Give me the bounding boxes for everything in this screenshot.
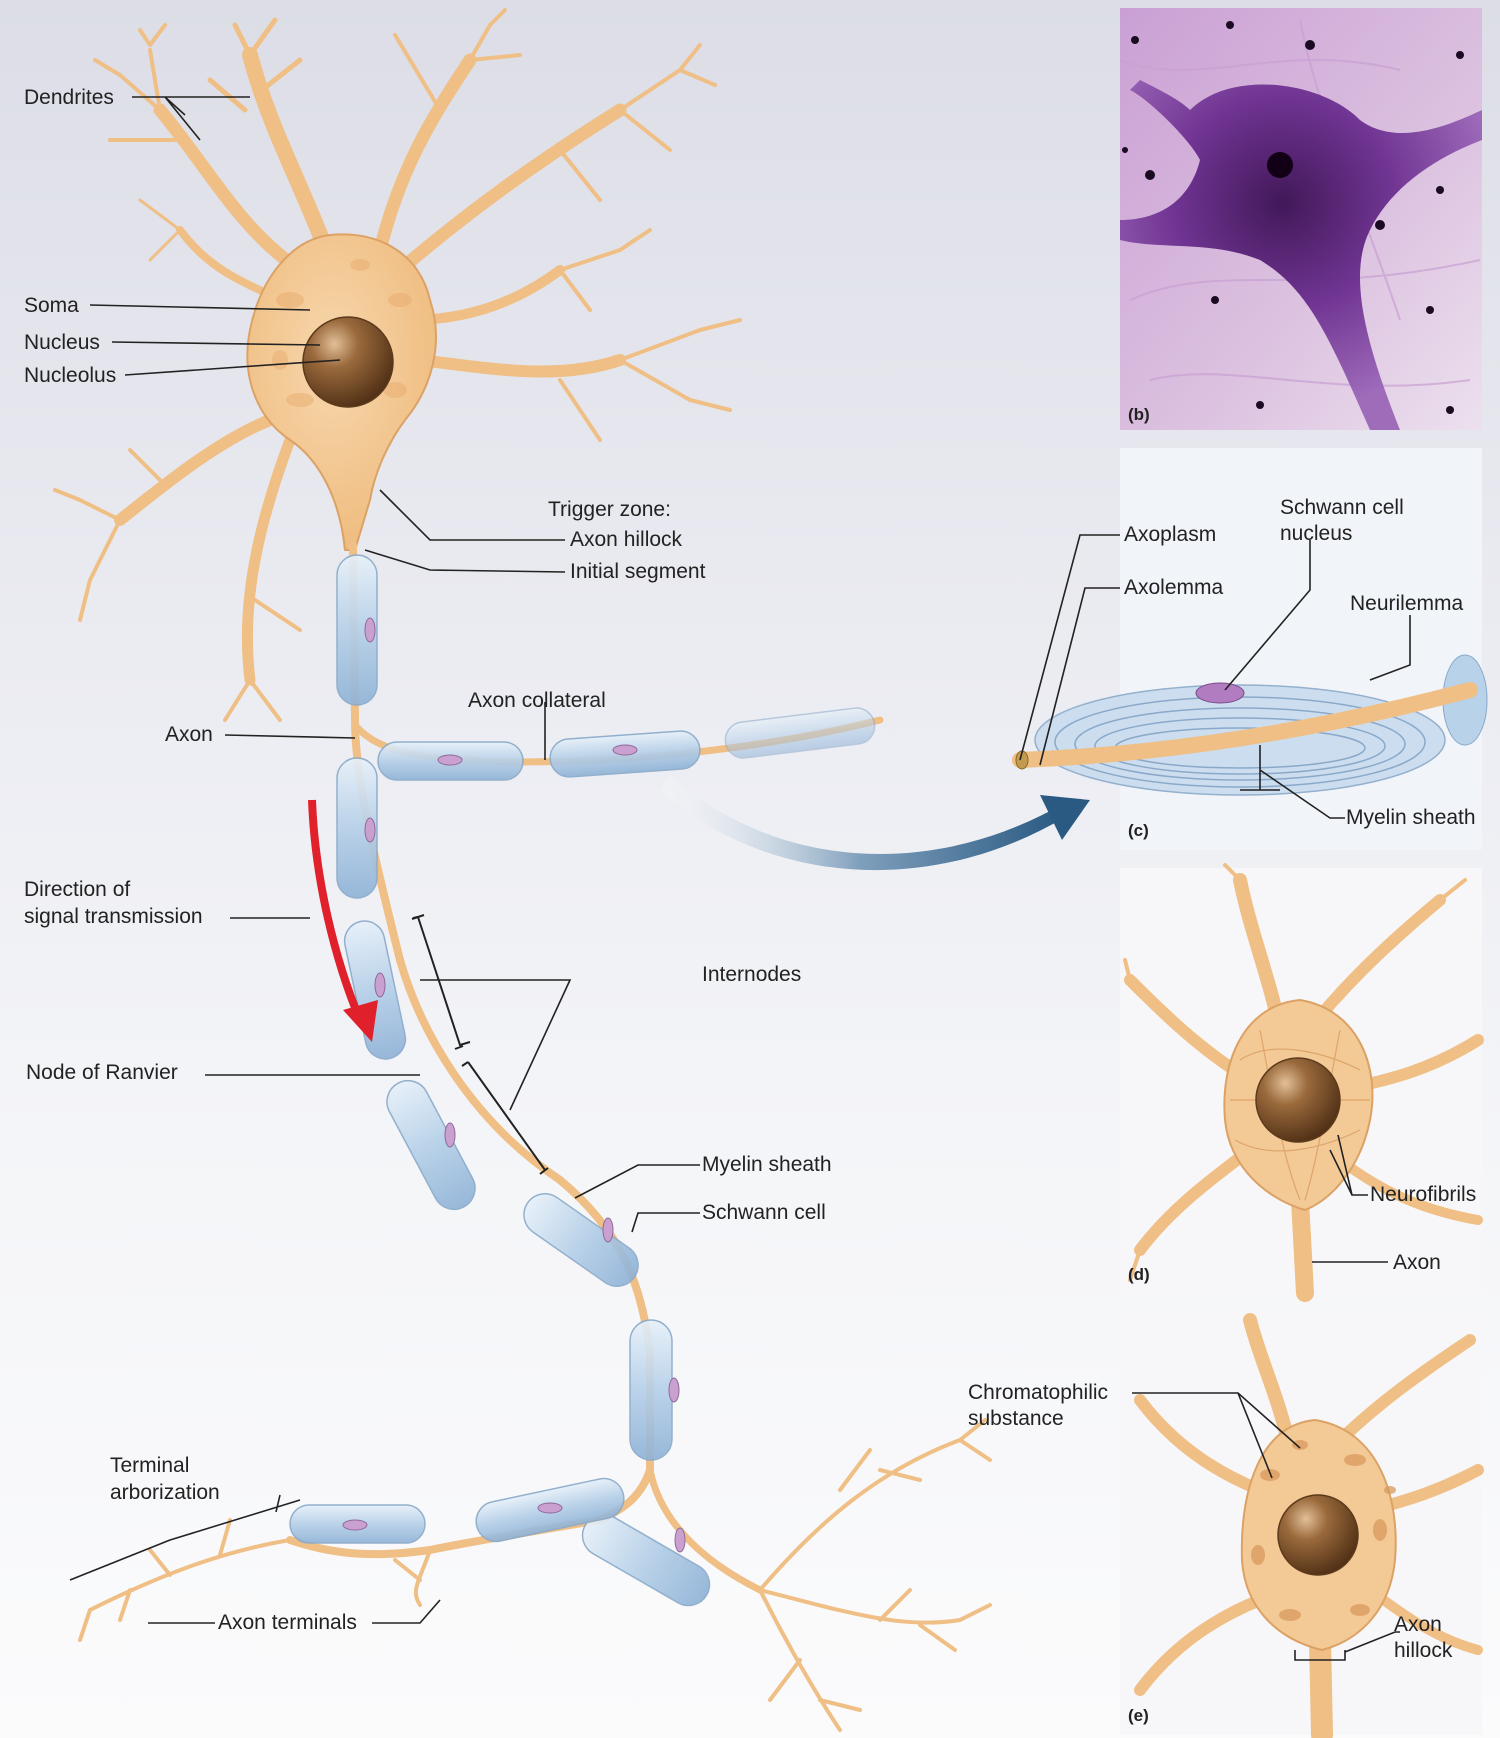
label-direction-line1: Direction of (24, 878, 131, 901)
left-terminal-arborization (78, 1518, 432, 1642)
label-axon-hillock: Axon hillock (570, 528, 683, 551)
panel-b-letter: (b) (1128, 405, 1150, 424)
inset-d-neurofibrils (1120, 863, 1484, 1302)
label-nucleus: Nucleus (24, 331, 100, 354)
label-axoplasm: Axoplasm (1124, 523, 1217, 546)
label-neurofibrils: Neurofibrils (1370, 1183, 1477, 1206)
label-schwann-nucleus-line1: Schwann cell (1280, 496, 1404, 519)
label-node-of-ranvier: Node of Ranvier (26, 1061, 178, 1084)
label-axon-hillock-e-line1: Axon (1394, 1613, 1442, 1636)
inset-e-chromatophilic (1120, 1310, 1484, 1738)
label-soma: Soma (24, 294, 79, 317)
panel-e-letter: (e) (1128, 1706, 1149, 1725)
label-dendrites: Dendrites (24, 86, 114, 109)
label-internodes: Internodes (702, 963, 802, 986)
label-initial-segment: Initial segment (570, 560, 706, 583)
inset-c-myelin-detail (1012, 448, 1488, 850)
label-axon: Axon (165, 723, 213, 746)
label-nucleolus: Nucleolus (24, 364, 117, 387)
label-terminal-line1: Terminal (110, 1454, 190, 1477)
label-neurilemma: Neurilemma (1350, 592, 1464, 615)
internode-brackets (411, 914, 549, 1175)
label-direction-line2: signal transmission (24, 905, 203, 928)
right-branch-shaft (646, 1466, 764, 1594)
label-axolemma: Axolemma (1124, 576, 1224, 599)
label-chromatophilic-line2: substance (968, 1407, 1064, 1430)
panel-c-letter: (c) (1128, 821, 1149, 840)
label-axon-d: Axon (1393, 1251, 1441, 1274)
axon-shaft (286, 541, 654, 1559)
leader-lines (69, 96, 700, 1624)
label-terminal-line2: arborization (110, 1481, 220, 1504)
label-axon-terminals: Axon terminals (218, 1611, 357, 1634)
label-myelin-sheath-c: Myelin sheath (1346, 806, 1476, 829)
zoom-arrow (660, 775, 1090, 871)
direction-arrow (308, 799, 378, 1042)
panel-d-letter: (d) (1128, 1265, 1150, 1284)
label-myelin-sheath: Myelin sheath (702, 1153, 832, 1176)
label-chromatophilic-line1: Chromatophilic (968, 1381, 1109, 1404)
label-schwann-cell: Schwann cell (702, 1201, 826, 1224)
inset-b-micrograph (1119, 8, 1482, 430)
label-schwann-nucleus-line2: nucleus (1280, 522, 1353, 545)
right-terminal-arborization (758, 1418, 992, 1732)
dendrites (53, 8, 742, 722)
label-axon-hillock-e-line2: hillock (1394, 1639, 1453, 1662)
main-neuron (53, 8, 992, 1732)
label-trigger-zone: Trigger zone: (548, 498, 671, 521)
label-axon-collateral: Axon collateral (468, 689, 606, 712)
